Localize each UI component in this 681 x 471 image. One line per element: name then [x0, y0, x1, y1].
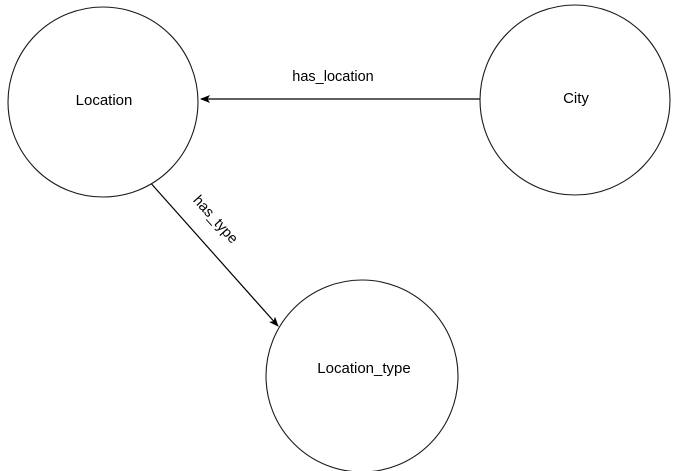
node-location[interactable]: Location: [7, 6, 199, 198]
node-city-circle[interactable]: [479, 4, 671, 196]
node-city[interactable]: City: [479, 4, 671, 196]
edge-has-type-label: has_type: [189, 193, 240, 247]
node-location-circle[interactable]: [7, 6, 199, 198]
edge-has-location[interactable]: has_location: [200, 69, 480, 103]
edge-has-type[interactable]: has_type: [147, 179, 279, 327]
node-location-label: Location: [76, 92, 133, 109]
edge-has-type-line: [147, 179, 279, 327]
node-location-type-circle[interactable]: [265, 279, 459, 471]
edge-has-location-label: has_location: [292, 69, 373, 85]
node-location-type[interactable]: Location_type: [265, 279, 459, 471]
node-city-label: City: [563, 90, 589, 107]
node-location-type-label: Location_type: [317, 360, 410, 377]
